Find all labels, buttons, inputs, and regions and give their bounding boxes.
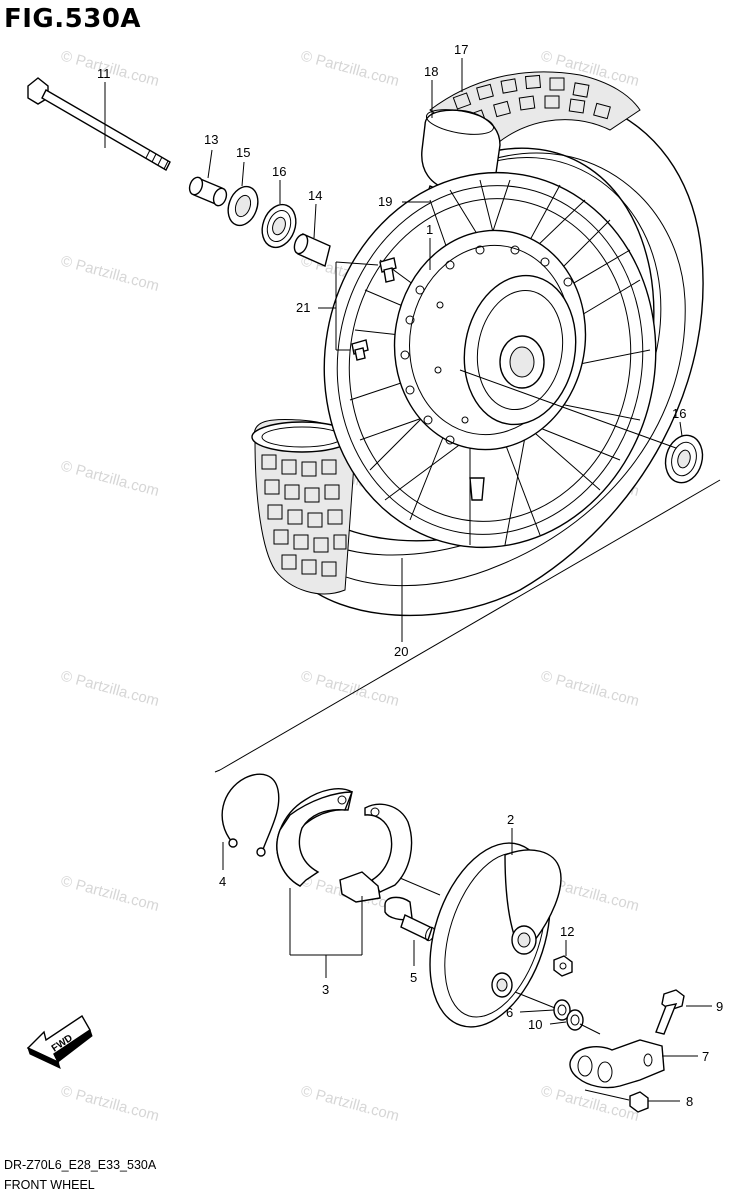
nut-12-part <box>553 955 573 977</box>
callout-20: 20 <box>394 644 408 659</box>
brake-arm-part <box>569 1039 665 1089</box>
assembly-name: FRONT WHEEL <box>4 1178 95 1192</box>
dust-seal-part <box>227 185 259 227</box>
camshaft-part <box>384 896 435 942</box>
callout-labels: 11 13 15 16 14 18 17 19 1 21 16 20 2 4 1… <box>97 42 723 1109</box>
fwd-arrow-icon: FWD <box>26 1015 93 1069</box>
figure-title: FIG.530A <box>4 4 142 34</box>
leader-lines <box>104 58 712 1102</box>
callout-10: 10 <box>528 1017 542 1032</box>
callout-16: 16 <box>272 164 286 179</box>
washer-10-part <box>566 1009 584 1031</box>
callout-16-lower: 16 <box>672 406 686 421</box>
bolt-9-part <box>655 989 685 1035</box>
callout-15: 15 <box>236 145 250 160</box>
collar-13-part <box>188 176 228 207</box>
watermark: © Partzilla.com <box>539 667 641 710</box>
brake-panel-part <box>429 842 562 1028</box>
callout-5: 5 <box>410 970 417 985</box>
callout-19: 19 <box>378 194 392 209</box>
callout-2: 2 <box>507 812 514 827</box>
spacer-14-part <box>293 233 331 267</box>
watermark: © Partzilla.com <box>59 252 161 295</box>
callout-7: 7 <box>702 1049 709 1064</box>
callout-12: 12 <box>560 924 574 939</box>
bearing-lower-part <box>664 434 704 484</box>
callout-8: 8 <box>686 1094 693 1109</box>
callout-18: 18 <box>424 64 438 79</box>
callout-4: 4 <box>219 874 226 889</box>
callout-1: 1 <box>426 222 433 237</box>
brake-shoe-left-part <box>276 788 354 887</box>
callout-13: 13 <box>204 132 218 147</box>
watermark: © Partzilla.com <box>59 457 161 500</box>
watermark: © Partzilla.com <box>299 1082 401 1125</box>
screw-21-part <box>351 257 397 361</box>
watermark: © Partzilla.com <box>59 667 161 710</box>
wheel-rim-part <box>323 171 657 549</box>
watermark: © Partzilla.com <box>59 1082 161 1125</box>
bearing-upper-part <box>261 203 297 249</box>
callout-17: 17 <box>454 42 468 57</box>
brake-shoe-right-part <box>339 803 413 903</box>
watermark: © Partzilla.com <box>299 47 401 90</box>
assembly-lines <box>214 369 721 1101</box>
callout-14: 14 <box>308 188 322 203</box>
axle-part <box>27 77 171 171</box>
spring-part <box>221 773 280 857</box>
watermark: © Partzilla.com <box>539 1082 641 1125</box>
callout-6: 6 <box>506 1005 513 1020</box>
model-code: DR-Z70L6_E28_E33_530A <box>4 1158 157 1172</box>
callout-3: 3 <box>322 982 329 997</box>
callout-11: 11 <box>97 66 111 81</box>
watermark: © Partzilla.com <box>59 872 161 915</box>
callout-21: 21 <box>296 300 310 315</box>
callout-9: 9 <box>716 999 723 1014</box>
nut-8-part <box>629 1091 649 1113</box>
